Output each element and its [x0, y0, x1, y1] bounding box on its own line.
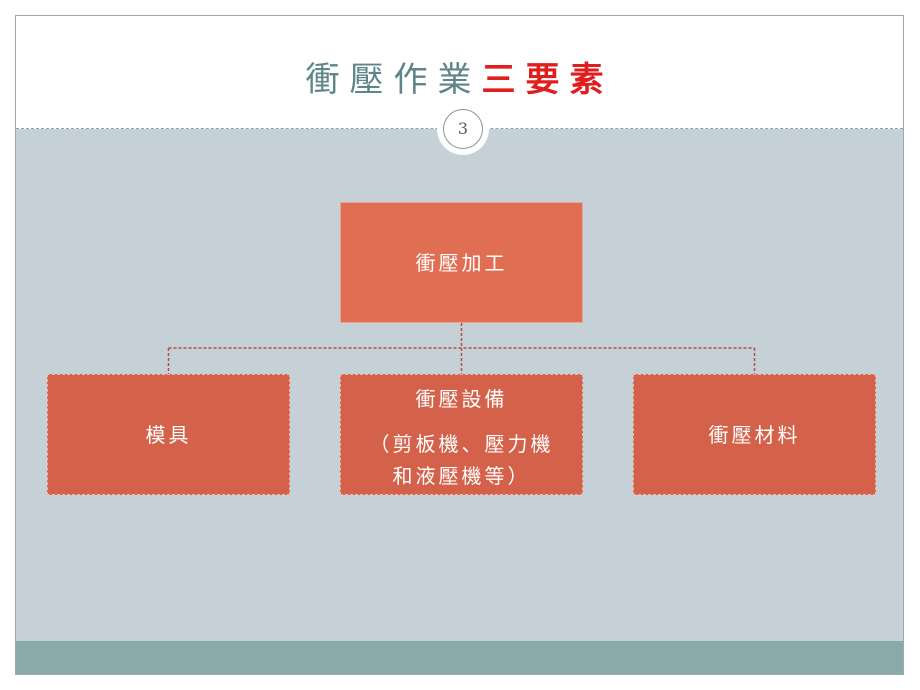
page-number: 3: [443, 109, 483, 149]
org-node-die-label: 模具: [145, 423, 192, 447]
org-node-material: 衝壓材料: [633, 374, 876, 495]
org-node-die: 模具: [47, 374, 290, 495]
title-accent: 三要素: [481, 60, 614, 100]
title-main: 衝壓作業: [305, 60, 482, 100]
slide-title: 衝壓作業三要素: [16, 52, 903, 101]
org-node-equipment-line1: 衝壓設備: [415, 387, 508, 411]
org-node-root: 衝壓加工: [340, 202, 583, 323]
org-connectors: [167, 323, 756, 374]
page-number-badge: 3: [437, 103, 489, 155]
org-node-equipment: 衝壓設備 （剪板機、壓力機 和液壓機等）: [340, 374, 583, 495]
footer-band: [16, 641, 903, 674]
org-node-root-label: 衝壓加工: [415, 251, 508, 275]
org-node-material-label: 衝壓材料: [708, 423, 801, 447]
org-node-equipment-line3: 和液壓機等）: [392, 464, 531, 488]
org-node-equipment-line2: （剪板機、壓力機: [369, 432, 554, 456]
slide: 衝壓作業三要素 3 衝壓加工 模具 衝壓設備 （剪板機、壓力機 和液壓機等） 衝…: [15, 15, 904, 675]
